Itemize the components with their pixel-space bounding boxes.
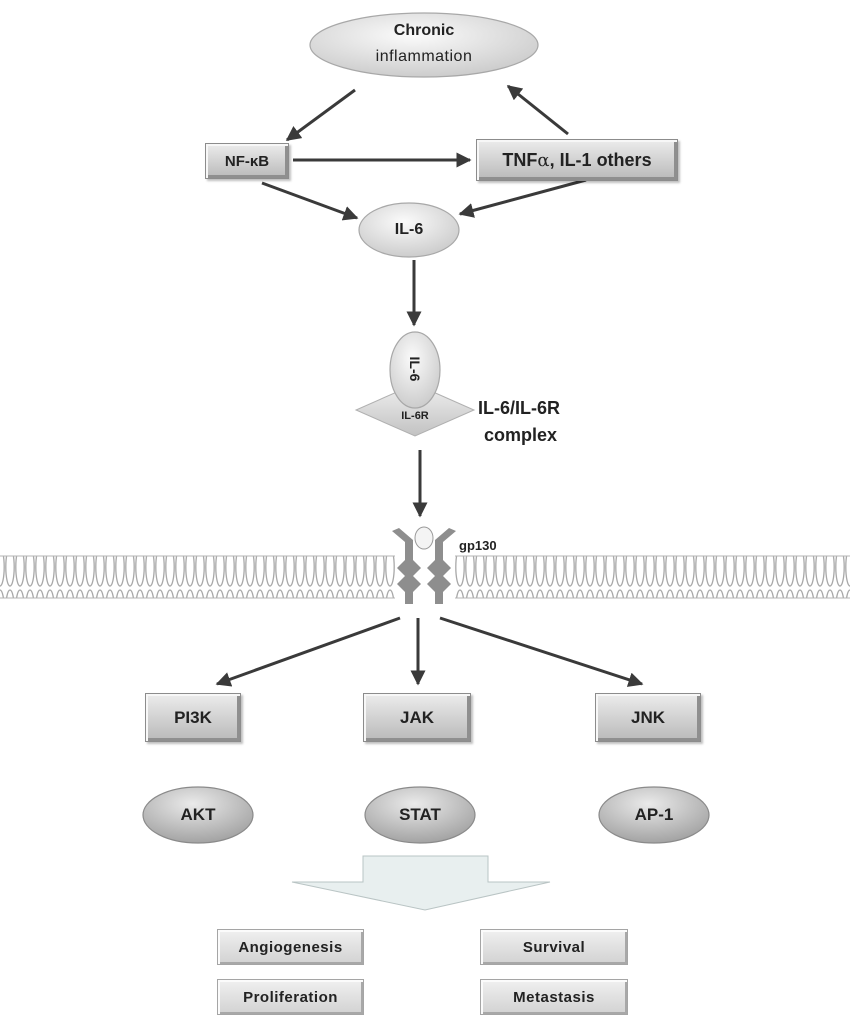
angiogenesis-label: Angiogenesis: [238, 938, 343, 956]
arrow-gp130-to-jnk: [439, 616, 644, 687]
tnf-prefix: TNF: [502, 149, 538, 170]
jnk-label: JNK: [630, 707, 665, 727]
chronic-inflammation-node: [309, 12, 539, 78]
arrow-inflammation-to-nfkb: [285, 88, 356, 142]
inflammation-label: inflammation: [375, 48, 473, 65]
arrow-nfkb-to-il6: [261, 181, 359, 221]
tnf-label: TNFα, IL-1 others: [502, 150, 651, 171]
nfkb-label: NF-κB: [224, 152, 270, 170]
survival-box: Survival: [480, 929, 628, 965]
metastasis-label: Metastasis: [513, 988, 595, 1006]
il6-complex-label: IL-6: [407, 356, 423, 382]
tnf-suffix: , IL-1 others: [549, 149, 652, 170]
arrow-tnf-to-il6: [458, 178, 587, 218]
chronic-label: Chronic: [393, 22, 455, 39]
outcome-block-arrow: [291, 855, 551, 911]
proliferation-label: Proliferation: [243, 988, 338, 1006]
nfkb-box: NF-κB: [205, 143, 289, 179]
il6r-label: IL-6R: [401, 410, 429, 422]
tnf-box: TNFα, IL-1 others: [476, 139, 678, 181]
complex-label-line2: complex: [484, 425, 558, 445]
il6-complex-oval: [389, 331, 441, 409]
akt-label: AKT: [180, 805, 216, 824]
il6-node: [358, 202, 460, 258]
arrow-tnf-to-inflammation: [506, 84, 569, 136]
angiogenesis-box: Angiogenesis: [217, 929, 364, 965]
metastasis-box: Metastasis: [480, 979, 628, 1015]
il6-label: IL-6: [394, 221, 424, 238]
jak-label: JAK: [399, 707, 434, 727]
alpha-symbol: α: [537, 149, 550, 171]
stat-label: STAT: [399, 805, 441, 824]
stat-node: [364, 786, 476, 844]
complex-label-line1: IL-6/IL-6R: [478, 398, 561, 418]
gp130-receptor: [392, 526, 456, 604]
jak-box: JAK: [363, 693, 471, 742]
proliferation-box: Proliferation: [217, 979, 364, 1015]
akt-node: [142, 786, 254, 844]
pi3k-label: PI3K: [174, 707, 212, 727]
jnk-box: JNK: [595, 693, 701, 742]
survival-label: Survival: [522, 938, 586, 956]
gp130-label: gp130: [459, 538, 497, 553]
il6r-diamond: [354, 383, 476, 437]
pi3k-box: PI3K: [145, 693, 241, 742]
ap1-label: AP-1: [634, 805, 674, 824]
ap1-node: [598, 786, 710, 844]
arrow-gp130-to-pi3k: [215, 616, 401, 687]
